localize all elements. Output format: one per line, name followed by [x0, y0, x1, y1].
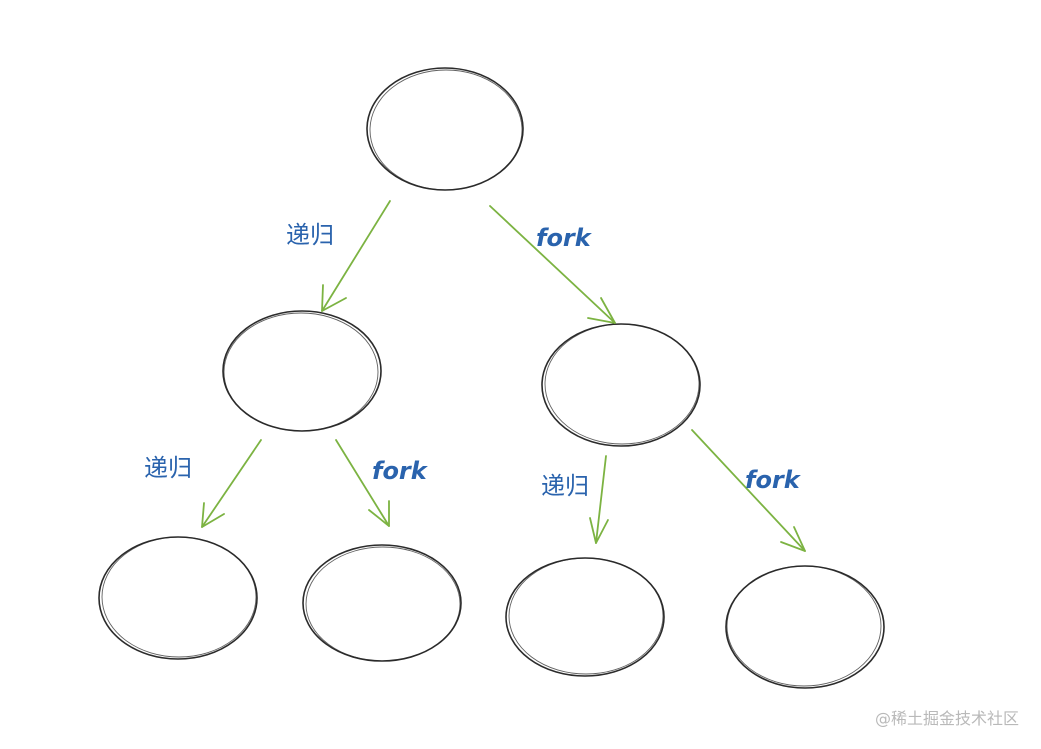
edge-label-right-rightleft: 递归: [541, 472, 589, 500]
node-root: [366, 67, 524, 191]
edge-label-root-right: fork: [536, 224, 593, 252]
edge-left-leftright: [335, 439, 390, 527]
edge-label-right-rightright: fork: [745, 466, 802, 494]
node-left-left: [98, 536, 258, 660]
edge-label-left-leftleft: 递归: [144, 454, 192, 482]
node-right-right: [725, 565, 885, 689]
node-left: [222, 310, 382, 432]
node-left-right: [302, 544, 462, 662]
node-right: [541, 323, 701, 447]
edge-right-rightleft: [589, 455, 609, 544]
edge-label-root-left: 递归: [286, 221, 334, 249]
edge-label-left-leftright: fork: [372, 457, 429, 485]
edge-root-left: [321, 200, 391, 312]
edge-left-leftleft: [201, 439, 262, 528]
edge-right-rightright: [691, 429, 806, 552]
node-right-left: [505, 557, 665, 677]
watermark: @稀土掘金技术社区: [874, 709, 1019, 728]
edge-root-right: [489, 205, 616, 324]
